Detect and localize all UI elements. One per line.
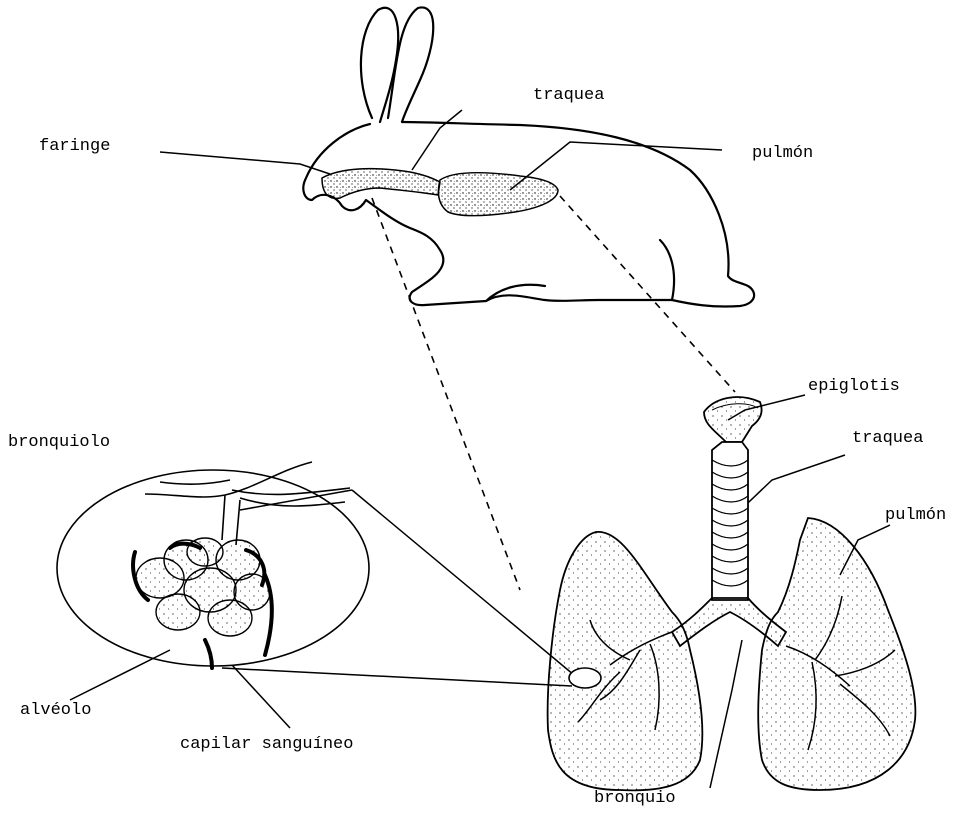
rabbit-pharynx-trachea: [322, 169, 440, 199]
label-traquea-rabbit: traquea: [533, 87, 604, 104]
alveoli-magnifier: [57, 462, 369, 668]
right-lung: [758, 518, 915, 790]
label-bronquiolo: bronquiolo: [8, 434, 110, 451]
rabbit-leg: [660, 240, 674, 300]
zoom-lines: [372, 196, 735, 590]
leader-faringe: [160, 152, 330, 174]
lung-zoom-spot: [569, 668, 601, 688]
label-bronquio: bronquio: [594, 790, 676, 807]
zoom-line-left: [372, 198, 520, 590]
leader-bronquiolo-zoom: [352, 490, 580, 680]
label-alveolo: alvéolo: [20, 702, 91, 719]
rabbit-outline: [303, 7, 754, 306]
left-lung: [548, 532, 703, 790]
label-pulmon-lungs: pulmón: [885, 507, 946, 524]
rabbit-body: [303, 122, 754, 307]
leader-circle-bottom: [222, 668, 572, 686]
leader-bronquio: [710, 640, 742, 788]
bronchiole-branch: [145, 462, 350, 545]
label-faringe: faringe: [39, 138, 110, 155]
label-capilar: capilar sanguíneo: [180, 736, 353, 753]
zoom-line-right: [560, 196, 735, 392]
label-pulmon-rabbit: pulmón: [752, 145, 813, 162]
lungs-illustration: [548, 397, 916, 790]
rabbit-ear-back: [361, 8, 398, 122]
label-traquea-lungs: traquea: [852, 430, 923, 447]
label-epiglotis: epiglotis: [808, 378, 900, 395]
leader-alveolo: [70, 650, 170, 700]
leader-traquea-top: [412, 110, 462, 170]
leader-capilar: [232, 665, 290, 728]
rabbit-lung: [438, 173, 558, 216]
